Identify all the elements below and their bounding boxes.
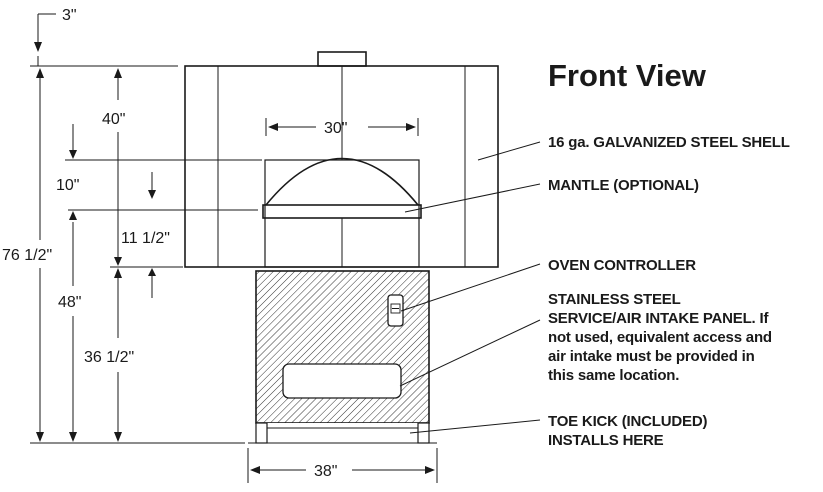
callout-mantle: MANTLE (OPTIONAL) <box>404 177 699 213</box>
dim-stand-height-label: 36 1/2" <box>84 349 134 366</box>
dim-opening-width: 30" <box>265 118 419 137</box>
oven-body <box>184 51 499 444</box>
air-intake-slot <box>282 363 402 399</box>
dim-opening-to-base: 11 1/2" <box>121 172 170 298</box>
callout-shell: 16 ga. GALVANIZED STEEL SHELL <box>477 134 790 161</box>
dim-hood-height-label: 40" <box>102 111 125 128</box>
callout-toe-kick: TOE KICK (INCLUDED) INSTALLS HERE <box>409 413 711 449</box>
flue-collar <box>317 51 367 67</box>
dim-flue-gap-label: 3" <box>62 7 77 24</box>
callout-panel: STAINLESS STEEL SERVICE/AIR INTAKE PANEL… <box>399 291 776 387</box>
callout-panel-line-1: STAINLESS STEEL <box>548 291 681 308</box>
dim-base-width: 38" <box>250 463 435 480</box>
callout-controller-label: OVEN CONTROLLER <box>548 257 696 274</box>
callout-controller: OVEN CONTROLLER <box>400 257 696 312</box>
dim-opening-to-base-label: 11 1/2" <box>121 230 170 247</box>
leg-right <box>417 422 430 444</box>
dim-dome-height: 10" <box>56 124 79 220</box>
dim-hood-height: 40" <box>102 68 125 266</box>
view-title: Front View <box>548 58 707 93</box>
callout-panel-line-3: not used, equivalent access and <box>548 329 772 346</box>
dim-overall-height-label: 76 1/2" <box>2 247 52 264</box>
toe-kick-area <box>256 423 429 443</box>
oven-opening-frame <box>264 159 420 268</box>
callout-toe-kick-line-2: INSTALLS HERE <box>548 432 664 449</box>
callout-shell-label: 16 ga. GALVANIZED STEEL SHELL <box>548 134 790 151</box>
dim-hood-base-height: 48" <box>58 222 81 442</box>
callout-toe-kick-label: TOE KICK (INCLUDED) INSTALLS HERE <box>548 413 711 449</box>
oven-dome <box>265 157 419 206</box>
callout-panel-line-5: this same location. <box>548 367 679 384</box>
dim-flue-gap: 3" <box>34 7 77 66</box>
callout-panel-label: STAINLESS STEEL SERVICE/AIR INTAKE PANEL… <box>548 291 776 384</box>
callout-toe-kick-line-1: TOE KICK (INCLUDED) <box>548 413 707 430</box>
callout-mantle-label: MANTLE (OPTIONAL) <box>548 177 699 194</box>
callout-panel-line-2: SERVICE/AIR INTAKE PANEL. If <box>548 310 769 327</box>
extension-lines <box>30 65 438 483</box>
dim-base-width-label: 38" <box>314 463 337 480</box>
leg-left <box>255 422 268 444</box>
dim-dome-height-label: 10" <box>56 177 79 194</box>
dim-hood-base-height-label: 48" <box>58 294 81 311</box>
mantle <box>262 204 422 219</box>
service-panel-base <box>255 270 430 424</box>
dim-overall-height: 76 1/2" <box>2 68 52 442</box>
dim-stand-height: 36 1/2" <box>84 268 134 442</box>
dim-opening-width-label: 30" <box>324 120 347 137</box>
callout-panel-line-4: air intake must be provided in <box>548 348 755 365</box>
